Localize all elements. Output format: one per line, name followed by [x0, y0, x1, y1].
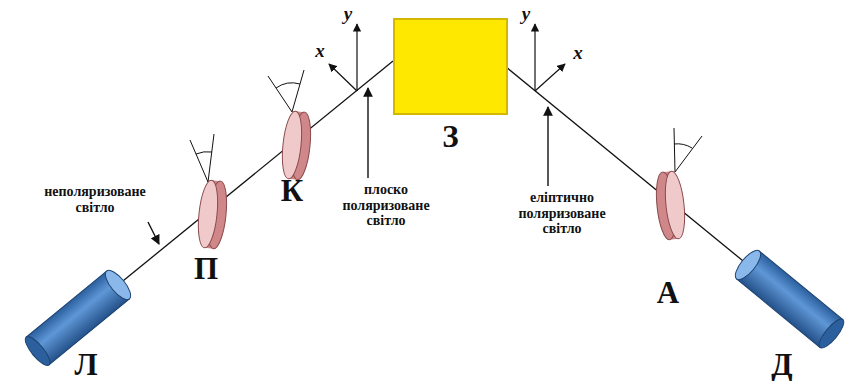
sample-box: З: [393, 18, 508, 152]
axis-name: y: [522, 4, 530, 23]
light-beam: [118, 61, 393, 285]
sample-square: [393, 18, 508, 115]
part-letter: К: [281, 175, 303, 206]
analyzer-disc: [654, 128, 702, 241]
part-letter: Д: [771, 349, 792, 380]
axis-name: x: [573, 43, 583, 62]
beam-note: еліптично поляризоване світло: [518, 190, 605, 237]
beam-note: неполяризоване світло: [44, 184, 145, 215]
beam-note: плоско поляризоване світло: [342, 182, 429, 229]
part-letter: Л: [74, 349, 97, 380]
polarizer-disc: [190, 134, 229, 250]
sample-label: З: [393, 115, 508, 152]
detector-tube: [731, 247, 847, 352]
part-letter: П: [194, 253, 218, 284]
axis-name: y: [344, 4, 352, 23]
compensator-disc: [268, 70, 313, 181]
part-letter: А: [657, 277, 679, 308]
axis-name: x: [315, 41, 325, 60]
light-beam: [500, 62, 748, 265]
